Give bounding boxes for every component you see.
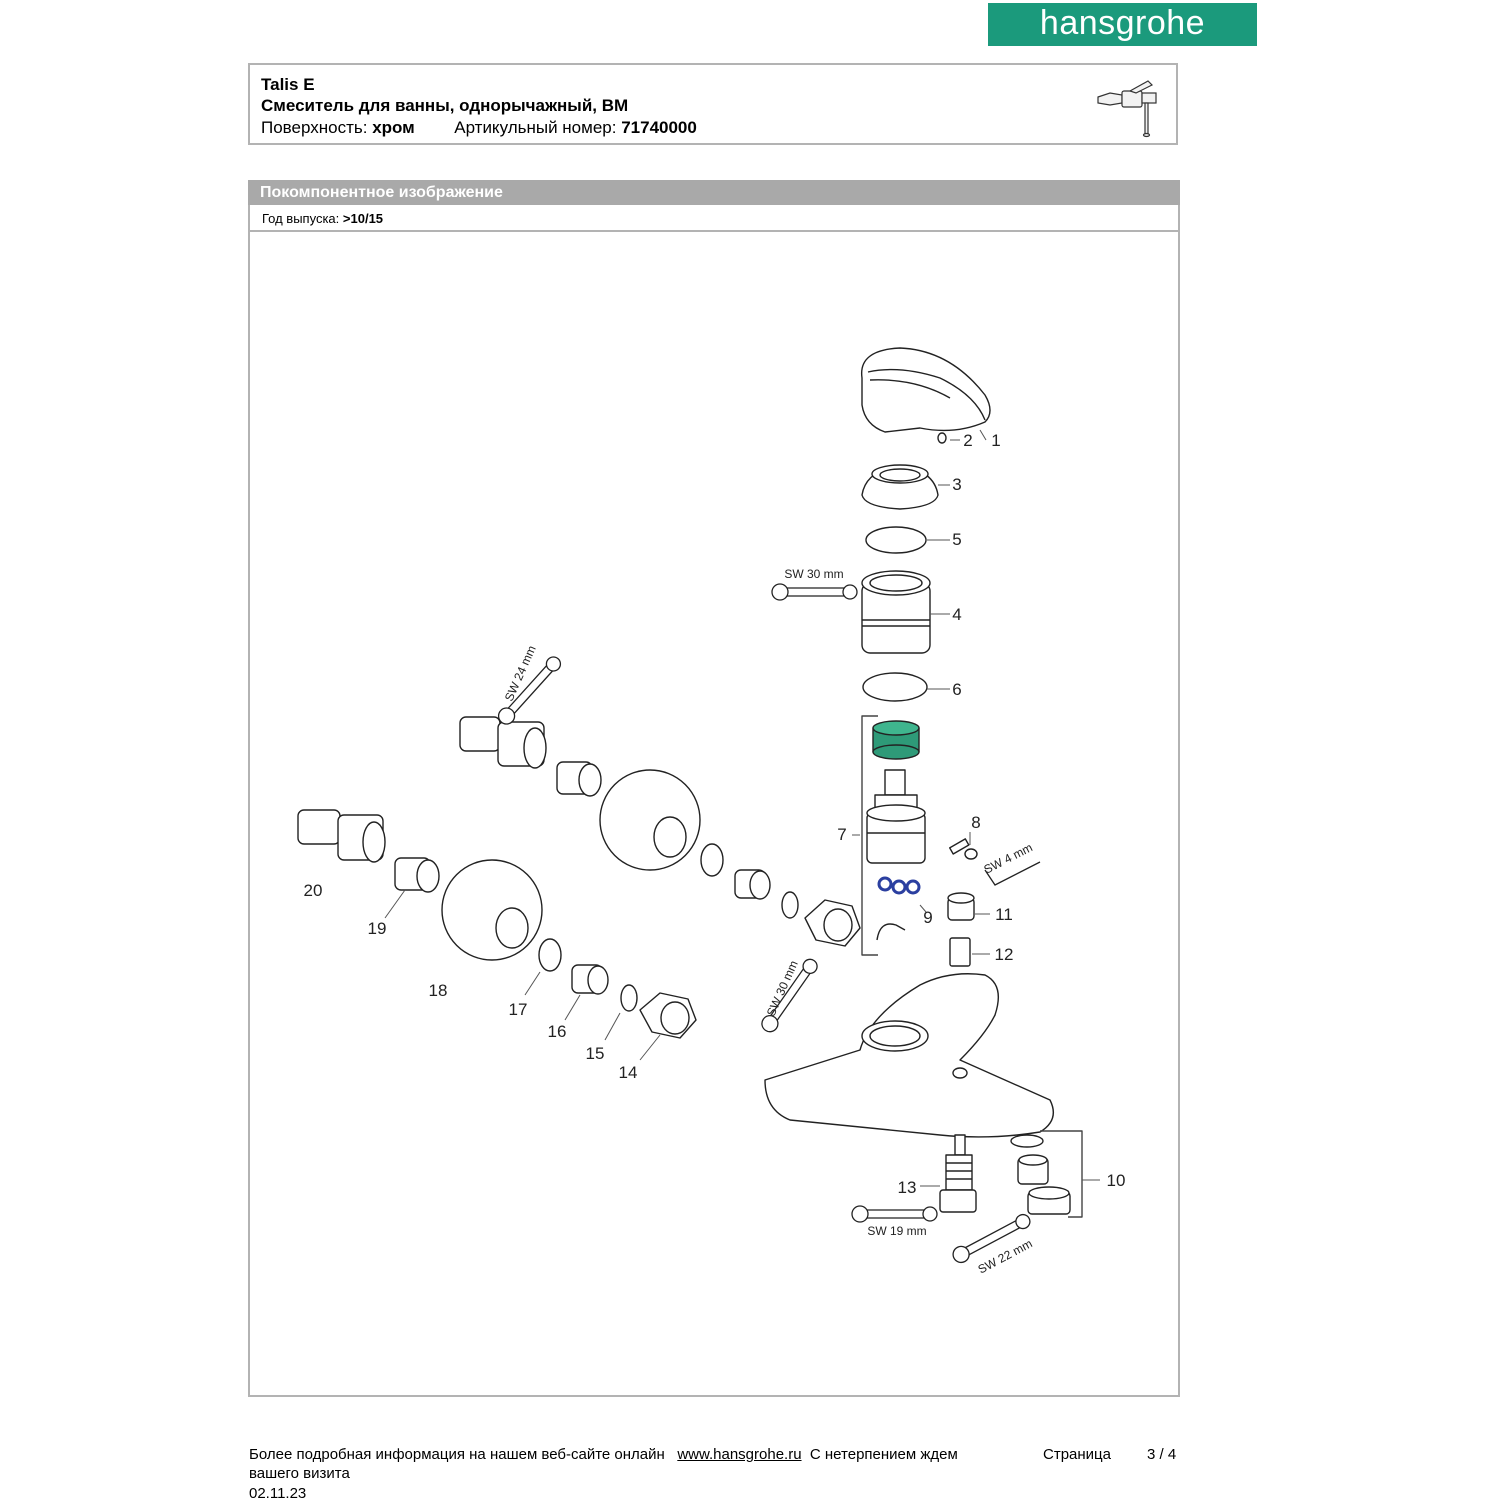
part-number-19: 19	[368, 919, 387, 938]
part-union-nut-upper	[804, 899, 861, 947]
part-escutcheon-18	[441, 859, 543, 961]
part-washer-17	[538, 938, 562, 972]
part-spout-body	[764, 973, 1054, 1138]
part-clip	[876, 923, 906, 941]
product-meta: Поверхность: хром Артикульный номер: 717…	[261, 118, 697, 138]
release-year-value: >10/15	[342, 211, 384, 226]
part-o-ring-6	[862, 672, 928, 702]
part-cartridge-ring	[872, 720, 920, 760]
section-title: Покомпонентное изображение	[248, 180, 1180, 205]
footer-page-label: Страница	[1043, 1446, 1111, 1463]
footer-date: 02.11.23	[249, 1485, 307, 1502]
part-number-4: 4	[952, 605, 961, 624]
wrench-icon-sw30-top	[771, 583, 858, 601]
part-number-5: 5	[952, 530, 961, 549]
release-year: Год выпуска: >10/15	[250, 205, 1178, 232]
part-washer-upper-2	[781, 891, 799, 919]
article-label: Артикульный номер:	[454, 118, 617, 137]
article-value: 71740000	[621, 118, 697, 137]
product-thumbnail-icon	[1097, 80, 1157, 138]
part-number-18: 18	[429, 981, 448, 1000]
part-o-ring-5	[865, 526, 927, 554]
tool-size-label: SW 4 mm	[982, 840, 1035, 876]
diagram-panel: Год выпуска: >10/15	[248, 205, 1180, 1397]
tool-size-label: SW 19 mm	[867, 1224, 926, 1238]
part-washer-upper	[700, 843, 724, 877]
part-small-screw	[937, 432, 947, 444]
part-aerator-set	[1010, 1134, 1071, 1215]
part-number-2: 2	[963, 431, 972, 450]
surface-value: хром	[372, 118, 415, 137]
tool-size-label: SW 30 mm	[784, 567, 843, 581]
part-washer-15	[620, 984, 638, 1012]
part-number-12: 12	[995, 945, 1014, 964]
wrench-icon-sw24	[497, 656, 562, 725]
footer-tagline-end: вашего визита	[249, 1465, 350, 1482]
wrench-icon-sw22	[952, 1213, 1031, 1264]
part-number-3: 3	[952, 475, 961, 494]
part-number-11: 11	[995, 905, 1013, 924]
part-number-9: 9	[923, 908, 932, 927]
surface-label: Поверхность:	[261, 118, 368, 137]
part-adapter-19	[394, 857, 440, 893]
wrench-icon-sw19	[851, 1205, 938, 1223]
part-seal-set	[877, 876, 921, 895]
part-diverter	[939, 1134, 977, 1213]
part-eccentric-20	[297, 809, 386, 863]
part-screw	[949, 838, 978, 860]
part-adapter-upper	[556, 761, 602, 797]
part-cartridge	[866, 769, 926, 864]
part-cap	[947, 892, 975, 921]
release-year-label: Год выпуска:	[262, 211, 340, 226]
part-adapter-upper-2	[734, 869, 771, 900]
part-number-10: 10	[1107, 1171, 1126, 1190]
footer-url-link[interactable]: www.hansgrohe.ru	[677, 1446, 802, 1463]
product-header: Talis E Смеситель для ванны, однорычажны…	[248, 63, 1178, 145]
part-cover-cap	[861, 464, 939, 510]
part-union-nut-14	[639, 992, 697, 1039]
product-description: Смеситель для ванны, однорычажный, ВМ	[261, 96, 629, 115]
part-number-1: 1	[991, 431, 1000, 450]
part-number-13: 13	[898, 1178, 917, 1197]
part-number-17: 17	[509, 1000, 528, 1019]
footer-page-number: 3 / 4	[1147, 1446, 1177, 1463]
wrench-icon-sw30-bottom	[761, 958, 818, 1033]
part-number-14: 14	[619, 1063, 638, 1082]
footer-line-1: Более подробная информация на нашем веб-…	[249, 1446, 1181, 1463]
part-eccentric-upper	[459, 716, 547, 769]
hansgrohe-logo: hansgrohe	[988, 3, 1257, 46]
footer-tagline-start: С нетерпением ждем	[809, 1446, 958, 1463]
footer-info-text: Более подробная информация на нашем веб-…	[249, 1446, 665, 1463]
hex-key-icon	[984, 861, 1041, 886]
product-series: Talis E	[261, 75, 315, 94]
part-number-16: 16	[548, 1022, 567, 1041]
part-number-7: 7	[837, 825, 846, 844]
part-number-6: 6	[952, 680, 961, 699]
part-threaded-nut	[861, 570, 931, 654]
part-adapter-16	[571, 964, 609, 995]
part-number-8: 8	[971, 813, 980, 832]
part-number-15: 15	[586, 1044, 605, 1063]
part-escutcheon-upper	[599, 769, 701, 871]
part-lever-handle	[861, 347, 991, 433]
part-sleeve	[949, 937, 971, 967]
part-number-20: 20	[304, 881, 323, 900]
